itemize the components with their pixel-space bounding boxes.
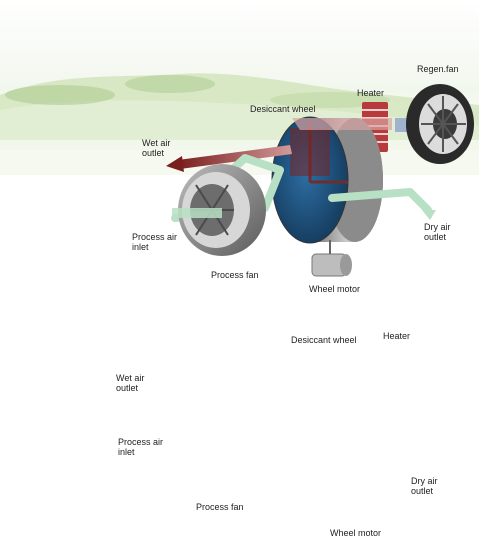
process-air-inlet-label-line2: inlet bbox=[132, 242, 149, 252]
dry-air-outlet-label-line1: Dry air bbox=[424, 222, 451, 232]
dry-air-outlet-label-line2: outlet bbox=[424, 232, 447, 242]
process-air-inlet-label-line1: Process air bbox=[118, 437, 164, 447]
process-fan-label: Process fan bbox=[211, 270, 259, 280]
regen-fan-label: Regen.fan bbox=[417, 64, 459, 74]
wet-air-outlet-label-line2: outlet bbox=[142, 148, 165, 158]
desiccant-wheel bbox=[271, 116, 383, 244]
dry-air-outlet-label-line1: Dry air bbox=[411, 476, 438, 486]
diagram-top bbox=[166, 84, 474, 277]
dry-air-arrowhead bbox=[422, 210, 436, 220]
desiccant-wheel-label: Desiccant wheel bbox=[291, 335, 357, 345]
process-fan bbox=[172, 164, 266, 256]
wheel-motor-label: Wheel motor bbox=[309, 284, 361, 294]
wet-air-outlet-label-line2: outlet bbox=[116, 383, 139, 393]
heater-label: Heater bbox=[357, 88, 385, 98]
wet-air-outlet-label-line1: Wet air bbox=[142, 138, 171, 148]
regen-fan bbox=[395, 84, 474, 164]
wheel-motor bbox=[311, 240, 352, 277]
wheel-motor-label: Wheel motor bbox=[330, 528, 382, 538]
dry-air-outlet-label-line2: outlet bbox=[411, 486, 434, 496]
desiccant-wheel-label: Desiccant wheel bbox=[250, 104, 316, 114]
heater-label: Heater bbox=[383, 331, 411, 341]
process-air-inlet-label-line2: inlet bbox=[118, 447, 135, 457]
process-air-inlet-label-line1: Process air bbox=[132, 232, 178, 242]
wet-air-stream bbox=[166, 118, 392, 172]
process-fan-label: Process fan bbox=[196, 502, 244, 512]
wet-air-outlet-label-line1: Wet air bbox=[116, 373, 145, 383]
